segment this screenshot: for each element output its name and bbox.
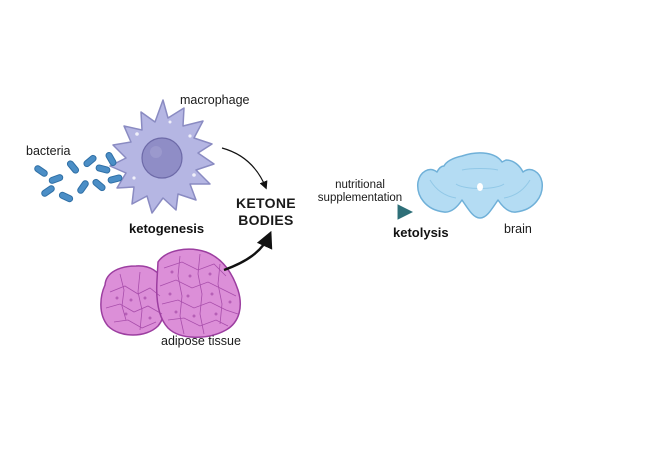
ketone-bodies-label: KETONE BODIES bbox=[236, 195, 296, 229]
nutritional-line2: supplementation bbox=[317, 192, 403, 205]
ketone-line2: BODIES bbox=[238, 211, 294, 228]
macrophage-icon bbox=[109, 99, 215, 214]
ketolysis-label: ketolysis bbox=[393, 225, 449, 240]
arrow-macrophage-to-ketone bbox=[221, 147, 268, 190]
adipose-tissue-icon bbox=[100, 248, 241, 338]
nutritional-supplementation-label: nutritional supplementation bbox=[313, 179, 407, 205]
macrophage-label: macrophage bbox=[180, 93, 250, 107]
arrow-adipose-to-ketone bbox=[223, 230, 273, 272]
adipose-tissue-label: adipose tissue bbox=[161, 334, 241, 348]
bacteria-icon bbox=[34, 152, 123, 203]
nutritional-line1: nutritional bbox=[335, 179, 385, 191]
bacteria-label: bacteria bbox=[26, 144, 71, 158]
ketone-line1: KETONE bbox=[236, 195, 296, 211]
brain-label: brain bbox=[504, 222, 532, 236]
ketogenesis-label: ketogenesis bbox=[129, 221, 205, 236]
brain-icon bbox=[417, 152, 543, 219]
